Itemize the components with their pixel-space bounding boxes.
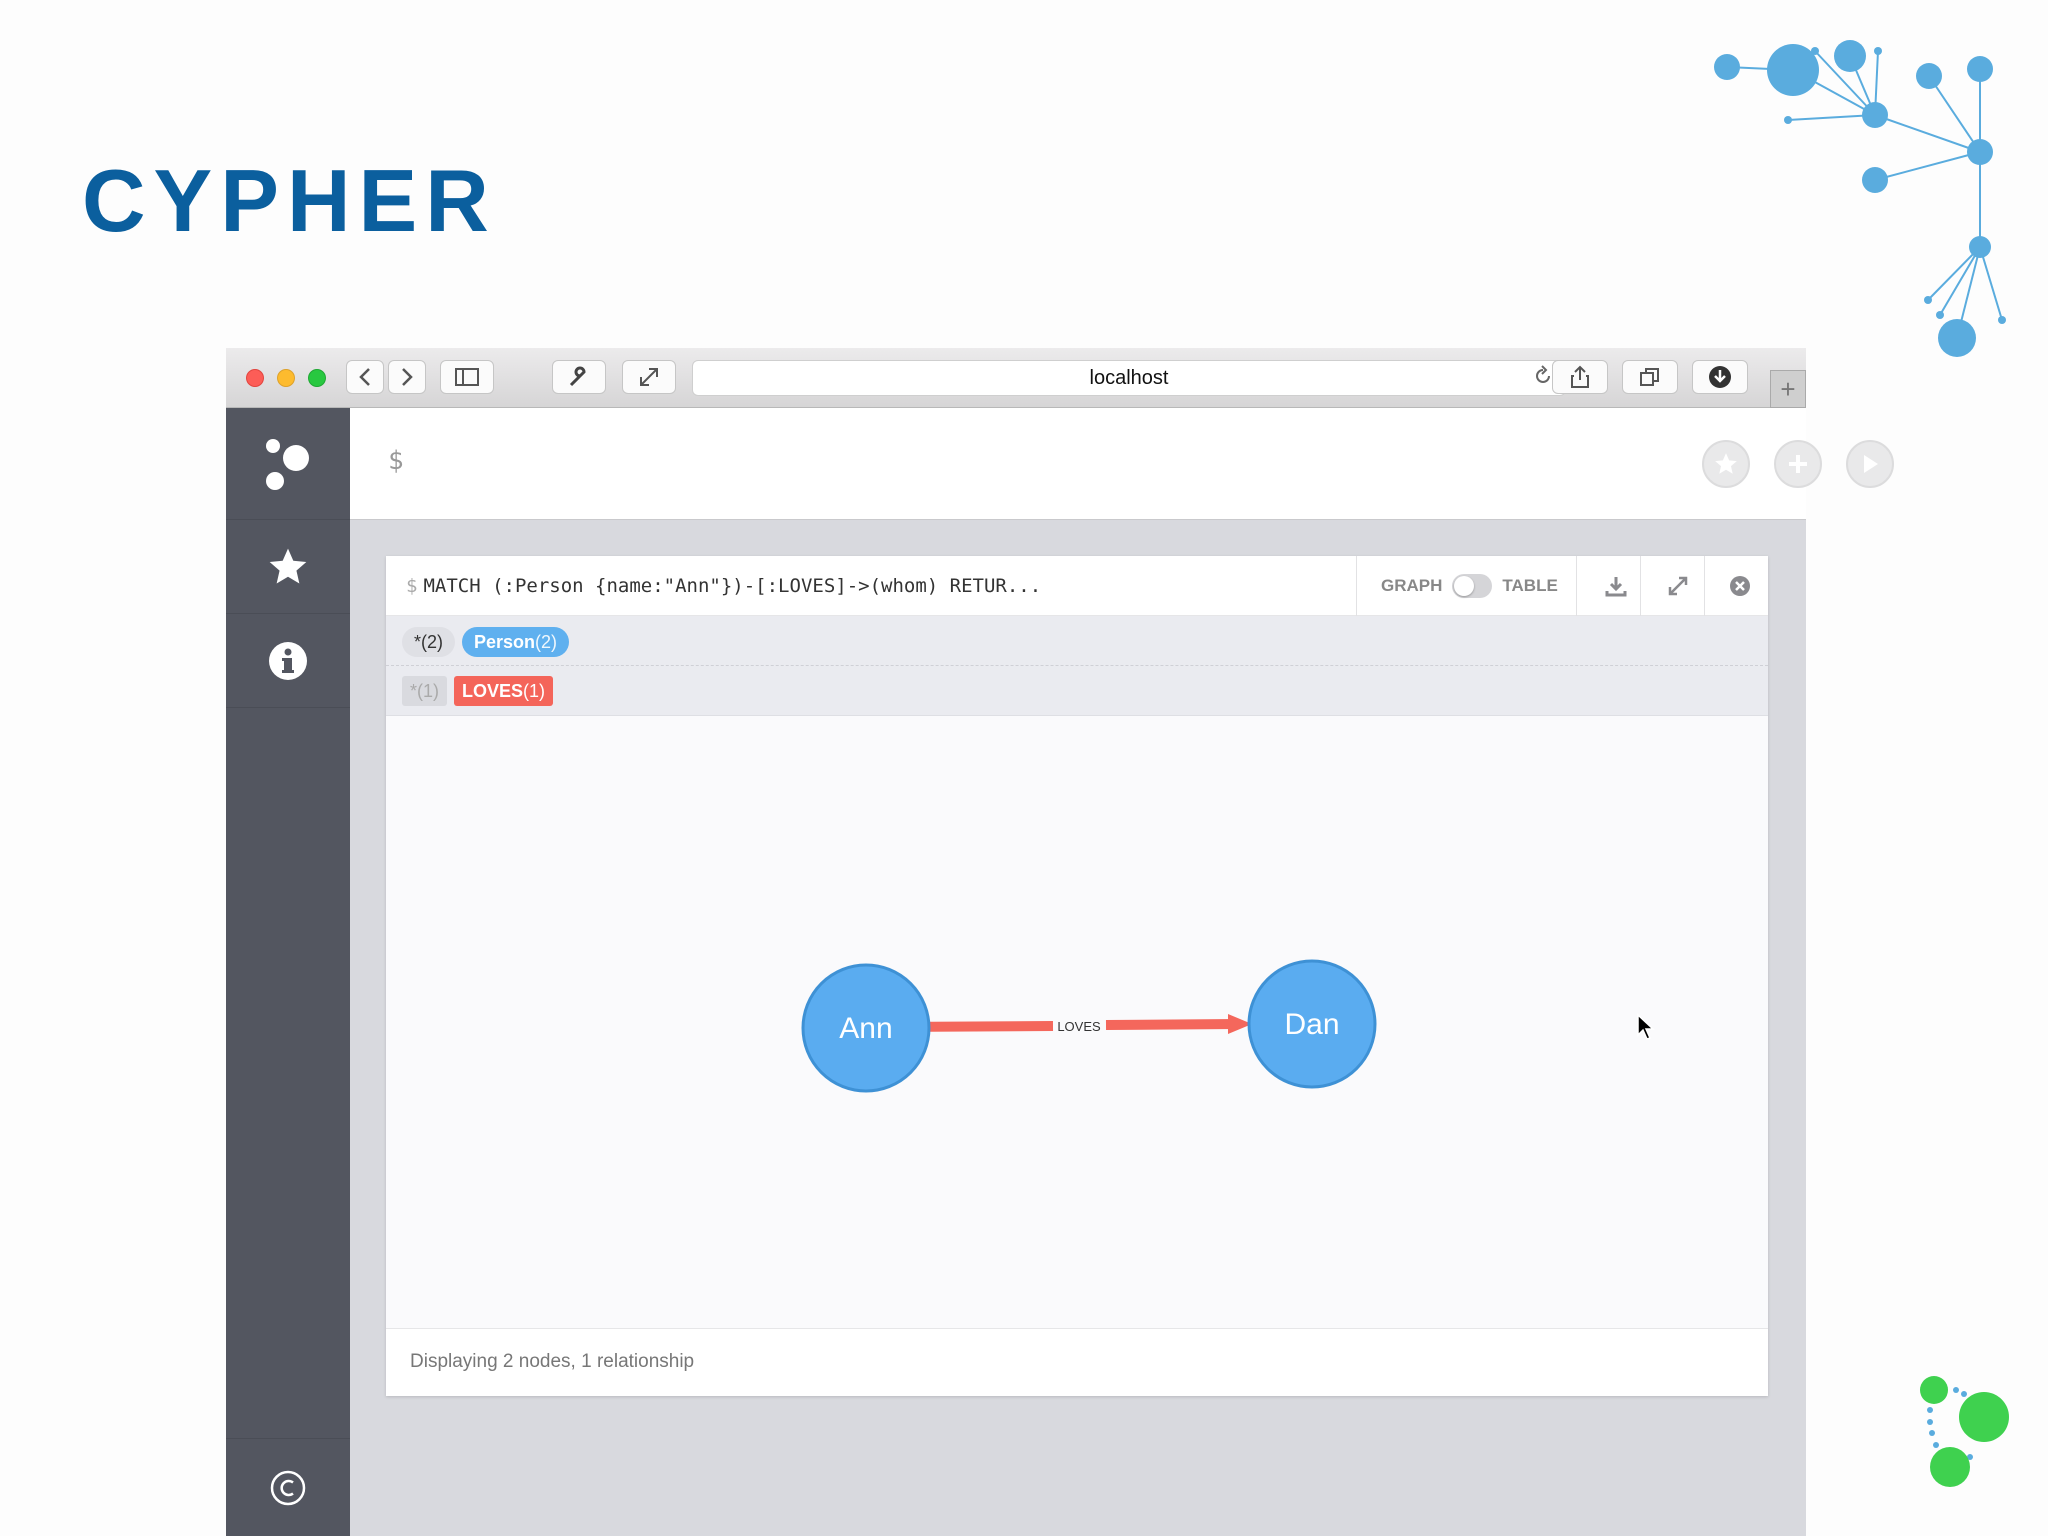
fullscreen-frame-button[interactable]	[1664, 572, 1692, 600]
node-legend: *(2) Person(2)	[386, 616, 1768, 666]
downloads-button[interactable]	[1692, 360, 1748, 394]
relationship-loves[interactable]: LOVES	[879, 1014, 1252, 1034]
loves-tag-text: LOVES	[462, 680, 524, 701]
info-icon	[269, 641, 307, 680]
tabs-overview-button[interactable]	[1622, 360, 1678, 394]
sidebar-item-about[interactable]	[226, 1438, 350, 1536]
graph-canvas[interactable]: LOVES Ann Dan	[386, 716, 1768, 1326]
editor-prompt: $	[388, 446, 404, 476]
person-label-pill[interactable]: Person(2)	[462, 627, 570, 657]
play-icon	[1864, 455, 1878, 473]
plus-icon	[1789, 455, 1807, 473]
browser-window: localhost +	[226, 348, 1894, 1536]
slide-title: CYPHER	[82, 151, 497, 250]
web-inspector-button[interactable]	[552, 360, 606, 394]
node-circle	[1247, 959, 1377, 1089]
loves-tag-count: (1)	[523, 680, 546, 701]
graph-view-label[interactable]: GRAPH	[1381, 576, 1443, 595]
toggle-knob	[1454, 576, 1475, 596]
chevron-right-icon	[402, 368, 413, 386]
close-icon	[1730, 576, 1750, 596]
close-frame-button[interactable]	[1726, 572, 1754, 600]
header-divider	[1704, 556, 1705, 616]
sidebar-toggle-button[interactable]	[440, 360, 494, 394]
favorite-icon	[1715, 453, 1737, 474]
wrench-icon	[569, 366, 586, 387]
close-window-button[interactable]	[246, 369, 264, 387]
view-toggle-switch[interactable]	[1452, 574, 1493, 598]
node-circle	[801, 963, 931, 1093]
run-query-button[interactable]	[1846, 440, 1894, 488]
relationship-legend: *(1) LOVES(1)	[386, 666, 1768, 716]
table-view-label[interactable]: TABLE	[1502, 576, 1558, 595]
frame-query[interactable]: $MATCH (:Person {name:"Ann"})-[:LOVES]->…	[406, 575, 1041, 597]
all-relationships-tag[interactable]: *(1)	[402, 676, 448, 706]
node-dan[interactable]: Dan	[1247, 959, 1377, 1089]
fullscreen-button[interactable]	[622, 360, 676, 394]
header-divider	[1576, 556, 1577, 616]
sidebar-icon	[455, 368, 479, 386]
query-text: MATCH (:Person {name:"Ann"})-[:LOVES]->(…	[423, 575, 1042, 597]
all-nodes-pill[interactable]: *(2)	[402, 627, 456, 657]
neo4j-brand-icon	[1920, 1376, 2009, 1487]
mouse-cursor-icon	[1637, 1013, 1655, 1040]
back-button[interactable]	[346, 360, 384, 394]
url-text: localhost	[1089, 367, 1169, 389]
header-divider	[1356, 556, 1357, 616]
expand-icon	[1668, 576, 1688, 596]
view-toggle[interactable]: GRAPH TABLE	[1381, 574, 1558, 598]
new-tab-button[interactable]: +	[1770, 370, 1806, 408]
share-icon	[1571, 365, 1589, 388]
download-circle-icon	[1709, 366, 1731, 388]
download-icon	[1605, 577, 1627, 597]
copyright-icon	[270, 1470, 306, 1505]
person-label-count: (2)	[535, 631, 558, 652]
download-button[interactable]	[1602, 572, 1630, 600]
header-divider	[1640, 556, 1641, 616]
share-button[interactable]	[1552, 360, 1608, 394]
chevron-left-icon	[359, 368, 370, 386]
frame-footer: Displaying 2 nodes, 1 relationship	[386, 1328, 1768, 1396]
result-frame: $MATCH (:Person {name:"Ann"})-[:LOVES]->…	[386, 556, 1768, 1396]
favorite-query-button[interactable]	[1702, 440, 1750, 488]
neo4j-logo-icon	[266, 438, 309, 490]
relationship-arrow	[1105, 1019, 1237, 1030]
node-ann[interactable]: Ann	[801, 963, 931, 1093]
frame-header: $MATCH (:Person {name:"Ann"})-[:LOVES]->…	[386, 556, 1768, 616]
clear-editor-button[interactable]	[1774, 440, 1822, 488]
tabs-icon	[1640, 368, 1659, 386]
forward-button[interactable]	[388, 360, 426, 394]
node-caption: Dan	[1284, 1008, 1339, 1041]
result-summary: Displaying 2 nodes, 1 relationship	[410, 1351, 695, 1372]
sidebar-item-home[interactable]	[226, 408, 350, 520]
minimize-window-button[interactable]	[277, 369, 295, 387]
reload-icon[interactable]	[1533, 365, 1553, 393]
person-label-text: Person	[474, 631, 536, 652]
address-bar[interactable]: localhost	[692, 360, 1566, 396]
arrowhead-icon	[1228, 1014, 1252, 1034]
query-editor[interactable]: $	[350, 408, 1894, 520]
loves-relationship-tag[interactable]: LOVES(1)	[454, 676, 554, 706]
relationship-caption: LOVES	[1057, 1019, 1101, 1034]
maximize-window-button[interactable]	[308, 369, 326, 387]
browser-titlebar: localhost +	[226, 348, 1806, 408]
network-decoration-icon	[1714, 40, 2006, 357]
node-caption: Ann	[839, 1012, 892, 1045]
expand-arrows-icon	[640, 368, 658, 386]
sidebar-item-info[interactable]	[226, 614, 350, 708]
sidebar-item-favorites[interactable]	[226, 520, 350, 614]
query-prefix: $	[406, 575, 418, 597]
app-sidebar	[226, 408, 350, 1536]
star-icon	[269, 548, 307, 583]
